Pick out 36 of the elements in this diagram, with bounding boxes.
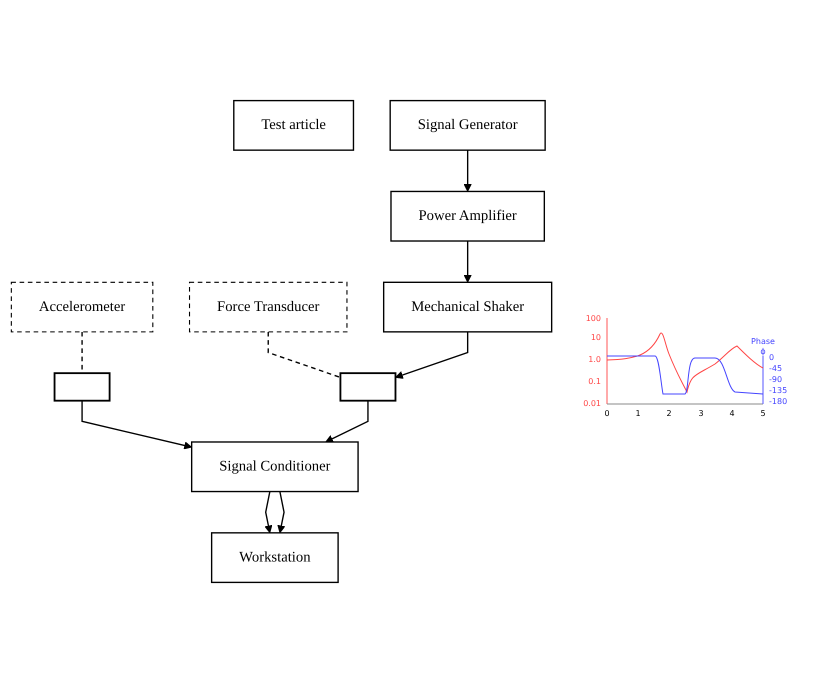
axis-tick-label: Phase bbox=[751, 337, 775, 346]
node-box: Signal Conditioner bbox=[190, 441, 359, 492]
node-box bbox=[340, 372, 396, 402]
axis-tick-label: 0.1 bbox=[588, 377, 601, 386]
node-box: Signal Generator bbox=[389, 100, 546, 151]
axis-tick-label: -135 bbox=[769, 386, 788, 395]
axis-tick-label: -180 bbox=[769, 397, 788, 406]
arrow bbox=[81, 400, 192, 450]
axis-tick-label: 10 bbox=[590, 333, 601, 342]
axis-tick-label: ϕ bbox=[760, 347, 766, 356]
arrow bbox=[277, 491, 286, 534]
axis-tick-label: 0.01 bbox=[583, 399, 601, 408]
axis-tick-label: 1.0 bbox=[588, 355, 601, 364]
axis-tick-label: 0 bbox=[604, 409, 610, 418]
node-box: Mechanical Shaker bbox=[382, 282, 552, 333]
arrow bbox=[464, 150, 472, 192]
arrow bbox=[264, 491, 272, 534]
node-box: Accelerometer bbox=[10, 282, 154, 332]
arrow bbox=[325, 400, 369, 442]
node-box: Test article bbox=[233, 100, 354, 151]
node-box: Force Transducer bbox=[188, 282, 348, 332]
axis-tick-label: 4 bbox=[729, 409, 735, 418]
node-box bbox=[54, 372, 111, 402]
axis-tick-label: 3 bbox=[698, 409, 704, 418]
axis-tick-label: -90 bbox=[769, 375, 782, 384]
axis-tick-label: -45 bbox=[769, 364, 782, 373]
axis-tick-label: 1 bbox=[635, 409, 641, 418]
axis-tick-label: 100 bbox=[586, 314, 601, 323]
axis-tick-label: 0 bbox=[769, 353, 774, 362]
axis-tick-label: 5 bbox=[760, 409, 766, 418]
arrow bbox=[464, 241, 472, 283]
arrow bbox=[395, 332, 468, 379]
node-box: Power Amplifier bbox=[390, 190, 546, 242]
connector bbox=[268, 332, 341, 378]
node-box: Workstation bbox=[210, 532, 339, 584]
axis-tick-label: 2 bbox=[666, 409, 672, 418]
